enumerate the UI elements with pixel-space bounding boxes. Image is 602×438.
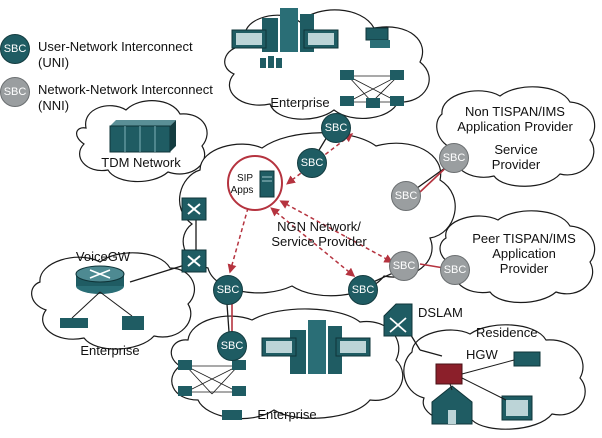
sbc-uni-enterprise-top: SBC [321,113,351,143]
label-voicegw: VoiceGW [75,249,131,264]
label-peer-3: Provider [499,261,549,276]
sbc-nni-ngn-top: SBC [391,181,421,211]
sbc-uni-enterprise-bottom-2: SBC [217,331,247,361]
residence-phone-icon [513,351,541,367]
label-hgw: HGW [466,347,498,362]
label-enterprise-bottom: Enterprise [257,407,317,422]
house-icon [431,363,473,425]
dslam-icon [383,303,413,337]
label-peer-2: Application [492,246,556,261]
router-icon [181,197,207,273]
label-service-provider-1: Service [494,142,538,157]
sbc-uni-enterprise-bottom: SBC [213,275,243,305]
enterprise-top-equipment [231,8,339,68]
label-dslam: DSLAM [418,305,463,320]
enterprise-bottom-pcs [178,360,246,396]
sbc-nni-ngn-right: SBC [389,251,419,281]
residence-links [449,359,515,401]
label-residence: Residence [476,325,538,340]
label-non-tispan-2: Application Provider [457,119,573,134]
sbc-nni-peer: SBC [440,255,470,285]
tdm-switch-icon [109,120,176,153]
legend-uni-badge: SBC [0,34,30,64]
legend-nni-badge: SBC [0,77,30,107]
enterprise-left-equipment [60,291,144,330]
label-tdm-network: TDM Network [101,155,181,170]
phone-icon [365,27,390,48]
legend-uni-line2: (UNI) [38,55,70,70]
legend-nni-line1: Network-Network Interconnect [38,82,213,97]
label-ngn-1: NGN Network/ [277,219,361,234]
enterprise-bottom-equipment [222,320,371,420]
sbc-nni-non-tispan: SBC [439,143,469,173]
sip-server-icon [259,170,275,198]
display-icon [501,395,533,421]
label-service-provider-2: Provider [491,157,541,172]
enterprise-bottom-mesh [185,365,239,395]
legend-uni-line1: User-Network Interconnect [38,39,193,54]
sbc-uni-residence: SBC [348,275,378,305]
enterprise-top-pcs [340,70,404,108]
cloud-residence [403,324,586,430]
label-enterprise-top: Enterprise [270,95,330,110]
cloud-enterprise-bottom [170,308,404,420]
sbc-uni-enterprise-top-2: SBC [297,148,327,178]
label-peer-1: Peer TISPAN/IMS [472,231,576,246]
label-sip: SIP [236,173,254,184]
label-non-tispan-1: Non TISPAN/IMS [465,104,565,119]
label-apps: Apps [230,185,254,196]
voicegw-router-icon [75,265,125,294]
label-ngn-2: Service Provider [271,234,367,249]
legend-nni-line2: (NNI) [38,98,70,113]
label-enterprise-left: Enterprise [80,343,140,358]
